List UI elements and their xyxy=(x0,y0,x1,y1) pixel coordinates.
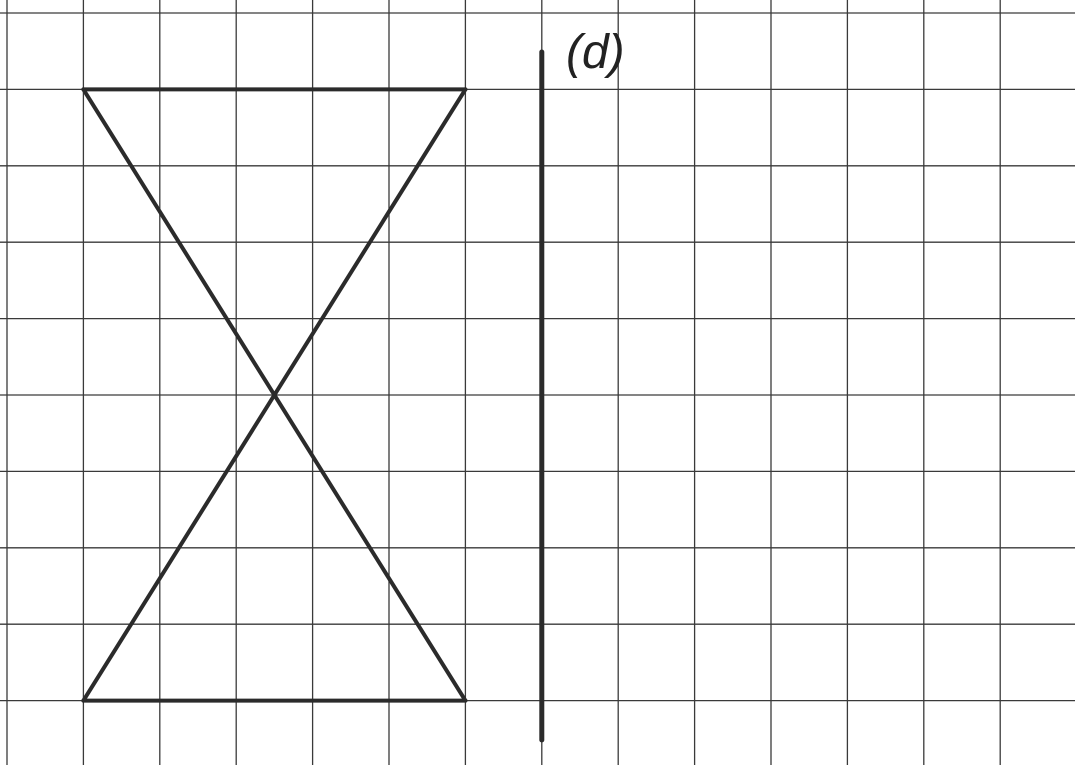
hourglass-figure xyxy=(81,87,468,703)
hourglass-diagonal-up xyxy=(81,87,468,703)
part-label: (d) xyxy=(566,26,625,79)
